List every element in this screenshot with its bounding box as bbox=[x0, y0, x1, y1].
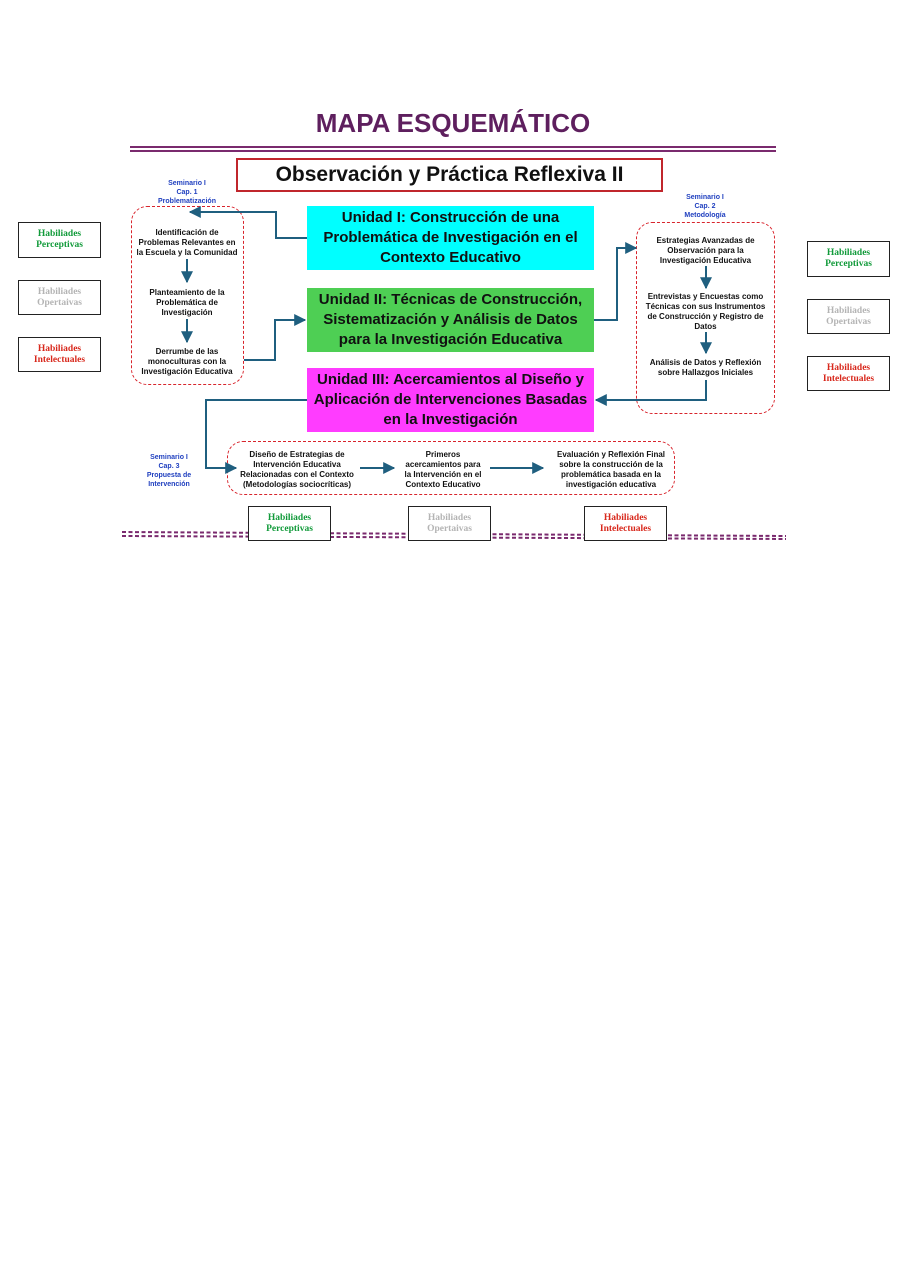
unit-1-box: Unidad I: Construcción de una Problemáti… bbox=[307, 206, 594, 270]
cap2-group bbox=[636, 222, 775, 414]
seminar-cap2-line1: Seminario I bbox=[686, 194, 724, 201]
seminar-cap3-line4: Intervención bbox=[148, 481, 190, 488]
seminar-cap2-line3: Metodología bbox=[684, 212, 726, 219]
seminar-cap3-line1: Seminario I bbox=[150, 454, 188, 461]
seminar-cap2-label: Seminario I Cap. 2 Metodología bbox=[666, 193, 744, 220]
seminar-cap2-line2: Cap. 2 bbox=[694, 203, 716, 210]
seminar-cap1-line3: Problematización bbox=[158, 198, 216, 205]
seminar-cap1-line2: Cap. 1 bbox=[176, 189, 198, 196]
arrow-cap1-to-unit2 bbox=[244, 314, 307, 361]
page-title: MAPA ESQUEMÁTICO bbox=[315, 108, 591, 138]
arrow-unit2-to-cap2 bbox=[594, 242, 638, 321]
title-rule-bottom bbox=[130, 150, 776, 152]
unit-3-box: Unidad III: Acercamientos al Diseño y Ap… bbox=[307, 368, 594, 432]
seminar-cap3-line2: Cap. 3 bbox=[158, 463, 180, 470]
seminar-cap1-label: Seminario I Cap. 1 Problematización bbox=[148, 179, 226, 206]
unit-2-box: Unidad II: Técnicas de Construcción, Sis… bbox=[307, 288, 594, 352]
arrow-unit1-to-cap1 bbox=[188, 206, 307, 239]
cap1-group bbox=[131, 206, 244, 385]
title-rule-top bbox=[130, 146, 776, 148]
seminar-cap1-line1: Seminario I bbox=[168, 180, 206, 187]
seminar-cap3-label: Seminario I Cap. 3 Propuesta de Interven… bbox=[130, 453, 208, 489]
seminar-cap3-line3: Propuesta de bbox=[146, 472, 192, 479]
arrow-unit3-to-cap3 bbox=[205, 399, 307, 474]
arrow-cap2-to-unit3 bbox=[594, 380, 707, 406]
course-title: Observación y Práctica Reflexiva II bbox=[236, 158, 663, 192]
